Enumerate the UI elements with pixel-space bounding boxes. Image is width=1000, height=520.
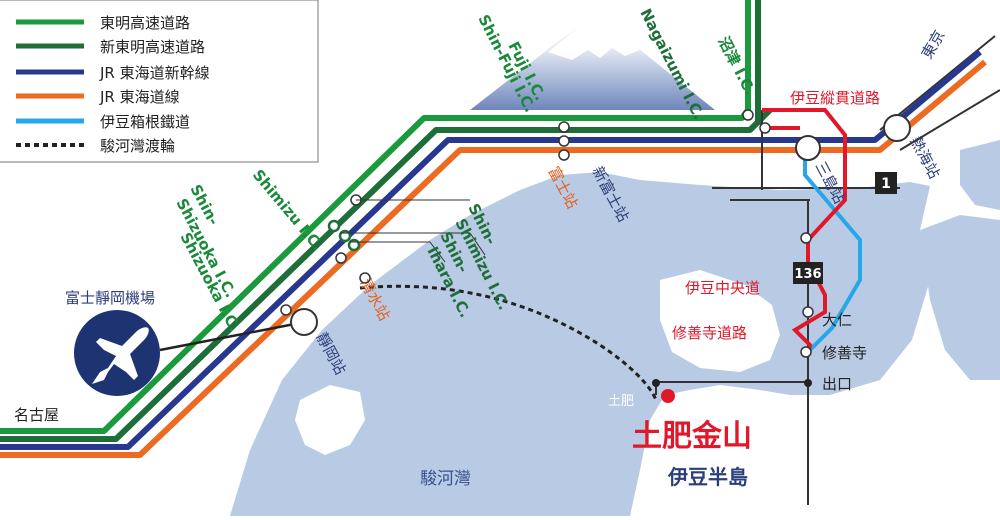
label-izu-road: 伊豆縱貫道路 [790, 89, 880, 107]
route-tokaido [0, 59, 987, 458]
route-shield-icon: 1 136 [793, 172, 897, 284]
label-ohito: 大仁 [822, 311, 852, 329]
label-airport: 富士靜岡機場 [65, 289, 155, 307]
route-ferry [359, 284, 658, 401]
label-izu-peninsula: 伊豆半島 [667, 465, 748, 489]
label-suruga-bay: 駿河灣 [420, 469, 471, 489]
legend-label-tomei: 東明高速道路 [100, 14, 190, 32]
legend-label-shinkansen: JR 東海道新幹線 [99, 64, 210, 82]
label-nagoya: 名古屋 [14, 406, 59, 424]
airplane-icon [74, 310, 160, 396]
legend: 東明高速道路 新東明高速道路 JR 東海道新幹線 JR 東海道線 伊豆箱根鐵道 … [0, 0, 319, 163]
label-atami-station: 熱海站 [906, 133, 943, 181]
main-routes [0, 0, 987, 458]
label-shuzenji-road: 修善寺道路 [672, 324, 747, 342]
label-toi: 土肥 [608, 394, 634, 409]
label-izu-chuo: 伊豆中央道 [685, 279, 760, 297]
legend-label-shin-tomei: 新東明高速道路 [100, 38, 205, 56]
label-exit: 出口 [822, 375, 852, 393]
mount-fuji-icon [470, 20, 715, 110]
legend-label-tokaido: JR 東海道線 [99, 88, 180, 106]
route-izuhakone [803, 150, 862, 354]
label-toi-kinzan: 土肥金山 [632, 419, 752, 454]
legend-label-ferry: 駿河灣渡輪 [100, 137, 175, 155]
route-shield-1: 1 [881, 176, 891, 192]
label-shimizu-ic: Shimizu I.C. [249, 166, 327, 254]
label-numazu-ic: 沼津 I.C. [714, 34, 759, 99]
toi-kinzan-marker [661, 389, 675, 403]
label-tokyo: 東京 [918, 27, 949, 62]
label-shuzenji: 修善寺 [822, 344, 867, 362]
legend-label-izuhakone: 伊豆箱根鐵道 [100, 113, 190, 131]
map-markers [280, 109, 911, 403]
route-shield-136: 136 [794, 267, 821, 282]
sea-area [230, 140, 1000, 516]
route-shinkansen [0, 49, 982, 450]
